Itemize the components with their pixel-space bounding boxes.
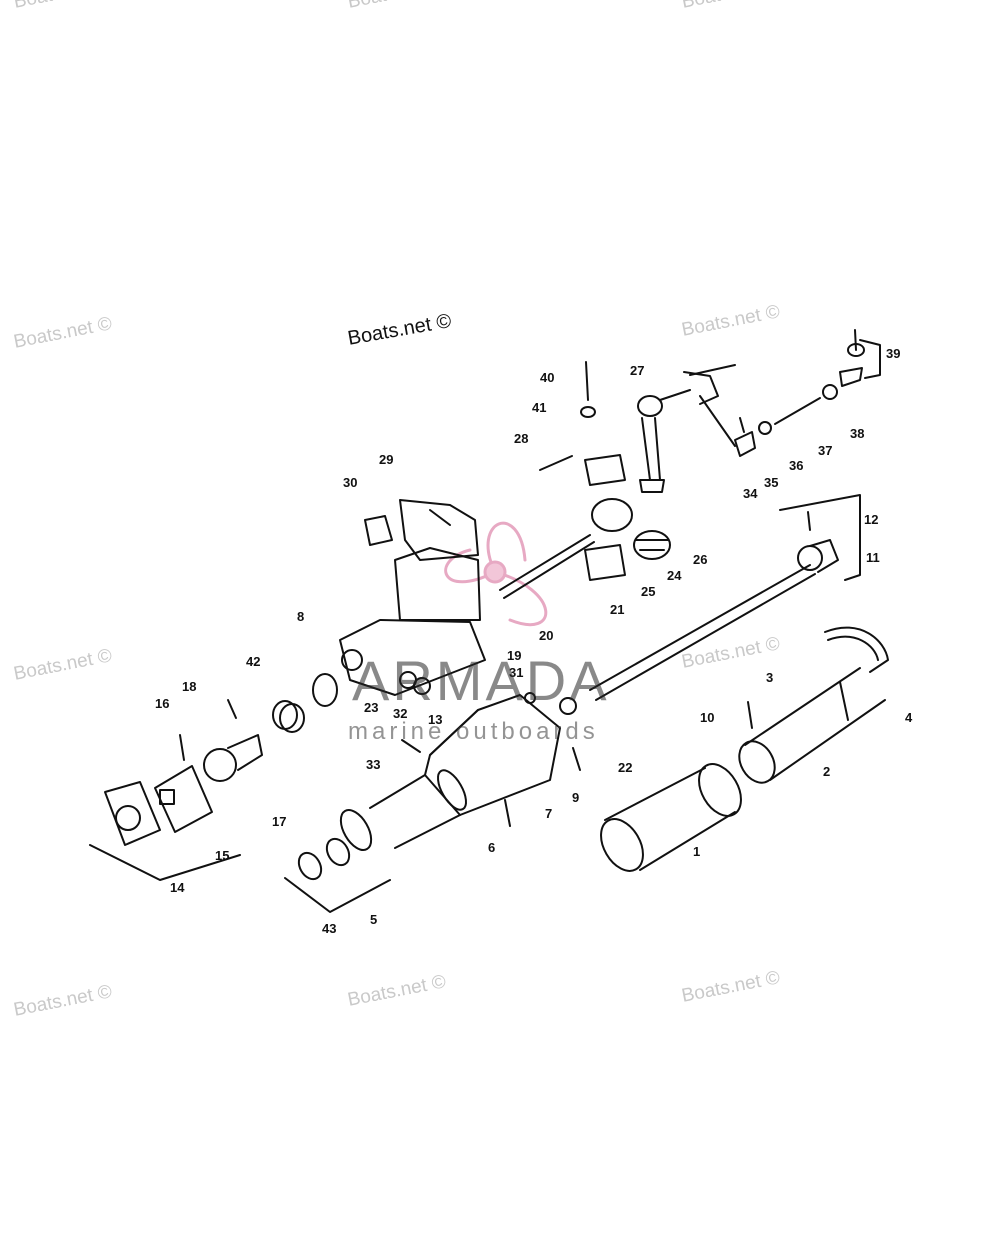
callout-5: 5 bbox=[370, 912, 377, 927]
part-30-clip bbox=[364, 515, 393, 546]
part-3-pin bbox=[747, 701, 753, 729]
callout-32: 32 bbox=[393, 706, 407, 721]
part-27-lever-arm bbox=[637, 371, 719, 417]
callout-35: 35 bbox=[764, 475, 778, 490]
part-6-handle-bracket bbox=[339, 694, 561, 851]
propeller-logo bbox=[444, 521, 548, 627]
part-10-shaft bbox=[589, 564, 816, 701]
callout-43: 43 bbox=[322, 921, 336, 936]
group-bracket-39 bbox=[859, 339, 881, 379]
part-38-nut bbox=[822, 384, 838, 400]
part-11-collar bbox=[797, 539, 839, 573]
callout-13: 13 bbox=[428, 712, 442, 727]
part-15-coupler bbox=[154, 765, 213, 833]
callout-25: 25 bbox=[641, 584, 655, 599]
callout-37: 37 bbox=[818, 443, 832, 458]
part-2-handle-tube bbox=[738, 667, 886, 784]
callout-4: 4 bbox=[905, 710, 913, 725]
part-1-grip-sleeve bbox=[600, 763, 742, 872]
part-4-grip-cap bbox=[824, 626, 889, 673]
part-9-screw bbox=[572, 747, 581, 771]
brand-name: ARMADA bbox=[352, 649, 610, 712]
group-bracket-11-12 bbox=[779, 494, 861, 581]
part-36-nut bbox=[758, 421, 772, 435]
callout-6: 6 bbox=[488, 840, 495, 855]
callout-9: 9 bbox=[572, 790, 579, 805]
callout-15: 15 bbox=[215, 848, 229, 863]
callout-3: 3 bbox=[766, 670, 773, 685]
part-12-pin bbox=[807, 511, 811, 531]
callout-27: 27 bbox=[630, 363, 644, 378]
group-bracket-14 bbox=[89, 844, 241, 881]
callout-11: 11 bbox=[866, 550, 880, 565]
part-40-bolt bbox=[585, 361, 589, 401]
callout-22: 22 bbox=[618, 760, 632, 775]
callout-2: 2 bbox=[823, 764, 830, 779]
part-19-shift-bracket bbox=[339, 547, 486, 696]
callout-12: 12 bbox=[864, 512, 878, 527]
part-20-link-rod bbox=[499, 534, 595, 599]
callout-40: 40 bbox=[540, 370, 554, 385]
part-14-mount-plate bbox=[104, 781, 161, 846]
group-bracket-5-43 bbox=[284, 877, 391, 913]
part-17-cam bbox=[203, 734, 263, 782]
part-21-clamp bbox=[584, 454, 626, 581]
callout-30: 30 bbox=[343, 475, 357, 490]
part-18-pin bbox=[227, 699, 237, 719]
part-28-bolt bbox=[539, 455, 573, 471]
part-31-nut bbox=[524, 692, 536, 704]
part-26-lever bbox=[639, 417, 665, 493]
part-43-washer bbox=[297, 851, 323, 881]
callout-31: 31 bbox=[509, 665, 523, 680]
part-39-ball-joint bbox=[839, 329, 865, 387]
callout-23: 23 bbox=[364, 700, 378, 715]
callout-18: 18 bbox=[182, 679, 196, 694]
part-42-spring bbox=[272, 700, 305, 733]
part-24-gear bbox=[633, 530, 671, 560]
callout-42: 42 bbox=[246, 654, 260, 669]
part-29-cover bbox=[399, 499, 479, 561]
part-16-pin bbox=[179, 734, 185, 761]
part-32-nut bbox=[413, 677, 431, 695]
part-13-bolt bbox=[401, 739, 421, 753]
group-bracket-27 bbox=[689, 364, 736, 447]
callout-28: 28 bbox=[514, 431, 528, 446]
callout-16: 16 bbox=[155, 696, 169, 711]
callout-33: 33 bbox=[366, 757, 380, 772]
callout-38: 38 bbox=[850, 426, 864, 441]
callout-20: 20 bbox=[539, 628, 553, 643]
callout-36: 36 bbox=[789, 458, 803, 473]
callout-24: 24 bbox=[667, 568, 682, 583]
callout-1: 1 bbox=[693, 844, 700, 859]
callout-21: 21 bbox=[610, 602, 624, 617]
part-33-washer bbox=[312, 673, 338, 707]
part-25-clamp bbox=[591, 498, 633, 532]
callout-8: 8 bbox=[297, 609, 304, 624]
callout-14: 14 bbox=[170, 880, 185, 895]
brand-tagline: marine outboards bbox=[348, 718, 599, 745]
part-37-threaded-rod bbox=[774, 397, 821, 425]
callout-34: 34 bbox=[743, 486, 758, 501]
callout-7: 7 bbox=[545, 806, 552, 821]
part-35-screw bbox=[739, 417, 745, 433]
part-7-bolt bbox=[504, 799, 511, 827]
part-41-washer bbox=[580, 406, 596, 418]
callout-10: 10 bbox=[700, 710, 714, 725]
part-5-washer bbox=[325, 837, 351, 867]
callout-39: 39 bbox=[886, 346, 900, 361]
part-34-bracket bbox=[734, 431, 756, 457]
part-22-nut bbox=[559, 697, 577, 715]
callout-17: 17 bbox=[272, 814, 286, 829]
callout-41: 41 bbox=[532, 400, 546, 415]
callout-26: 26 bbox=[693, 552, 707, 567]
callout-29: 29 bbox=[379, 452, 393, 467]
callout-19: 19 bbox=[507, 648, 521, 663]
